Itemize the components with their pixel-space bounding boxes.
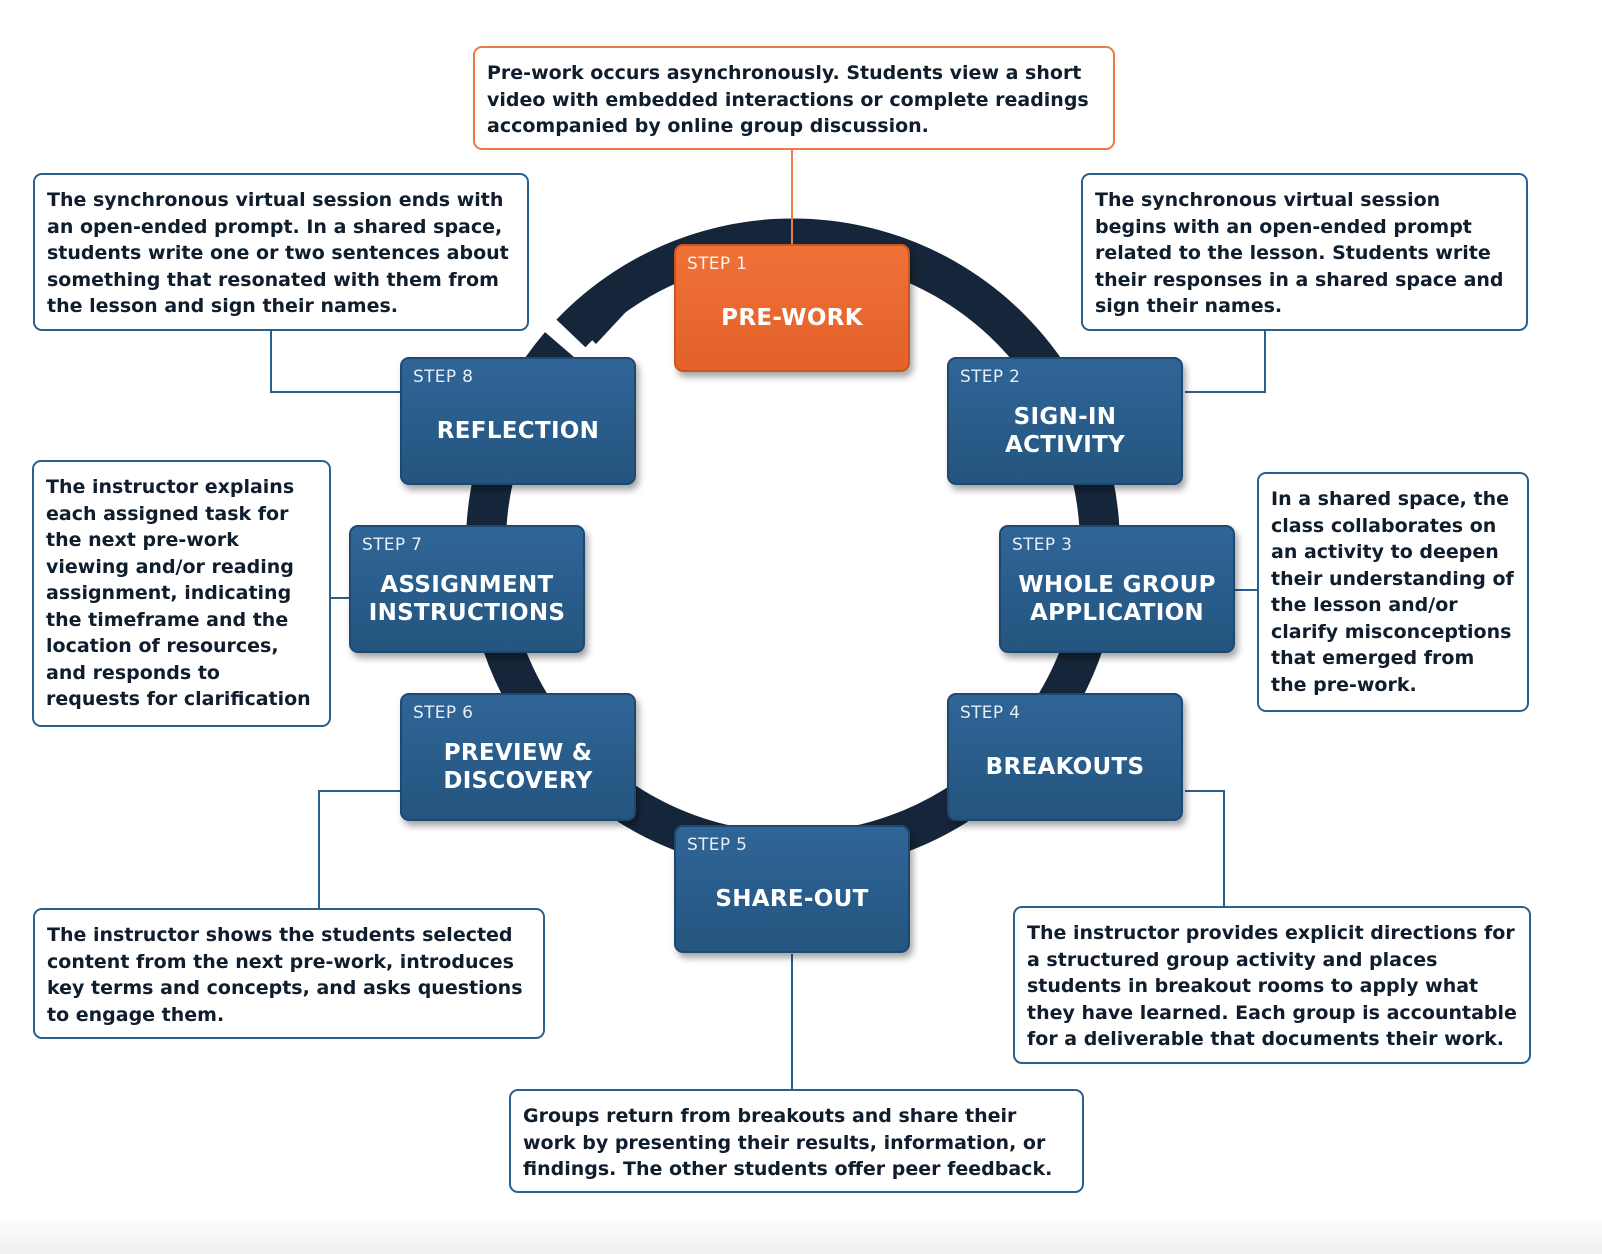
step-5-box: STEP 5 SHARE-OUT (674, 825, 910, 953)
step-4-box: STEP 4 BREAKOUTS (947, 693, 1183, 821)
step-8-box: STEP 8 REFLECTION (400, 357, 636, 485)
step-1-box: STEP 1 PRE-WORK (674, 244, 910, 372)
step-6-box: STEP 6 PREVIEW & DISCOVERY (400, 693, 636, 821)
step-2-number: STEP 2 (960, 367, 1021, 387)
step-5-description: Groups return from breakouts and share t… (509, 1089, 1084, 1193)
step-5-title: SHARE-OUT (715, 886, 869, 912)
step-8-number: STEP 8 (413, 367, 474, 387)
connector-step-6 (318, 790, 400, 908)
step-8-title: REFLECTION (436, 418, 600, 444)
cycle-arrow-head (574, 284, 652, 344)
step-8-description: The synchronous virtual session ends wit… (33, 173, 529, 331)
step-3-number: STEP 3 (1012, 535, 1073, 555)
step-2-description: The synchronous virtual session begins w… (1081, 173, 1528, 331)
step-2-box: STEP 2 SIGN-IN ACTIVITY (947, 357, 1183, 485)
step-1-title: PRE-WORK (721, 305, 863, 331)
step-5-number: STEP 5 (687, 835, 748, 855)
step-3-box: STEP 3 WHOLE GROUP APPLICATION (999, 525, 1235, 653)
step-3-title: WHOLE GROUP APPLICATION (1018, 572, 1216, 626)
step-6-title: PREVIEW & DISCOVERY (443, 740, 593, 794)
step-1-description: Pre-work occurs asynchronously. Students… (473, 46, 1115, 150)
step-2-title: SIGN-IN ACTIVITY (1004, 404, 1126, 458)
connector-step-4 (1185, 790, 1225, 906)
step-7-title: ASSIGNMENT INSTRUCTIONS (368, 572, 566, 626)
step-4-title: BREAKOUTS (985, 754, 1145, 780)
step-7-description: The instructor explains each assigned ta… (32, 460, 331, 727)
step-4-number: STEP 4 (960, 703, 1021, 723)
connector-step-2 (1185, 331, 1266, 393)
step-6-number: STEP 6 (413, 703, 474, 723)
step-4-description: The instructor provides explicit directi… (1013, 906, 1531, 1064)
connector-step-8 (270, 331, 400, 393)
step-7-box: STEP 7 ASSIGNMENT INSTRUCTIONS (349, 525, 585, 653)
step-3-description: In a shared space, the class collaborate… (1257, 472, 1529, 712)
step-7-number: STEP 7 (362, 535, 423, 555)
step-1-number: STEP 1 (687, 254, 748, 274)
step-6-description: The instructor shows the students select… (33, 908, 545, 1039)
